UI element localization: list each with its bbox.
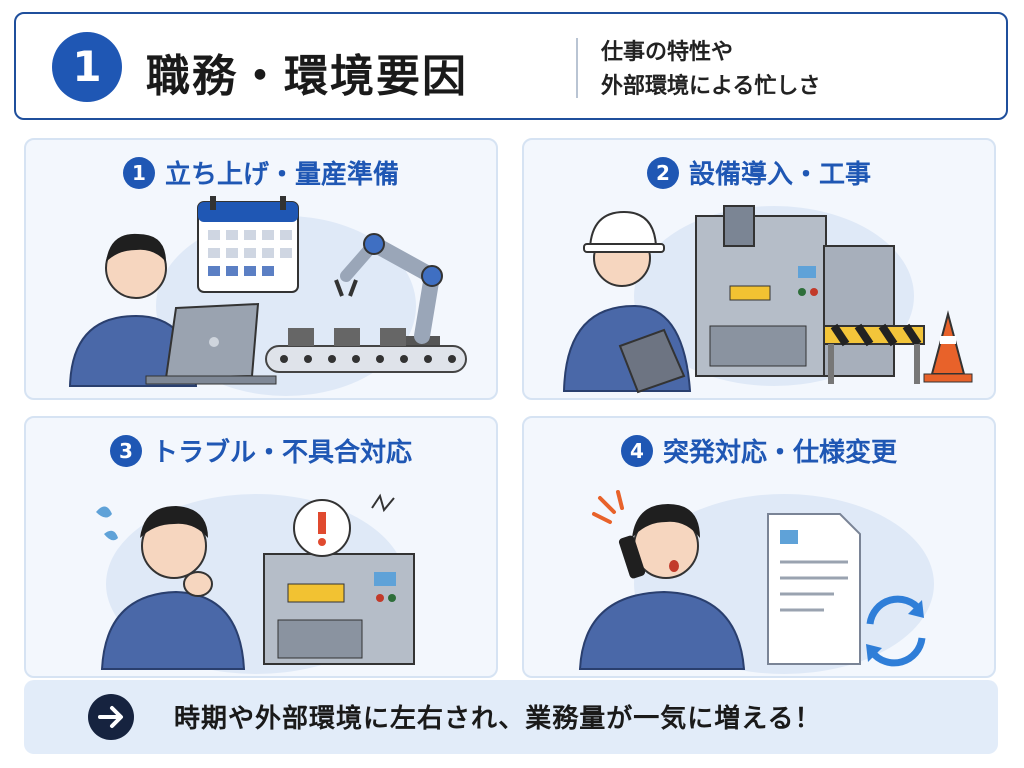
illustration-equipment [562,205,973,394]
card-header: 1 立ち上げ・量産準備 [26,154,496,191]
conveyor-icon [265,328,467,373]
document-icon [767,513,861,665]
robot-arm-icon [334,233,443,354]
card-title: 立ち上げ・量産準備 [164,160,399,190]
header-divider [576,38,578,98]
card-equipment-installation: 2 設備導入・工事 [522,138,996,400]
card-header: 2 設備導入・工事 [524,154,994,191]
card-header: 4 突発対応・仕様変更 [524,432,994,469]
card-number-badge: 4 [620,434,653,467]
barrier-icon [823,323,925,384]
alert-lines-icon [592,490,624,524]
hard-hat-icon [583,210,665,253]
illustration-startup [68,196,467,396]
subtitle-line-2: 外部環境による忙しさ [601,74,821,99]
card-sudden-response: 4 突発対応・仕様変更 [522,416,996,678]
worker-figure [68,233,198,387]
page-subtitle: 仕事の特性や 外部環境による忙しさ [601,36,820,104]
card-trouble-response: 3 トラブル・不具合対応 [24,416,498,678]
sweat-drops-icon [96,506,118,541]
page-title: 職務・環境要因 [146,51,468,102]
summary-text: 時期や外部環境に左右され、業務量が一気に増える！ [174,704,822,734]
card-title: 設備導入・工事 [688,160,871,190]
laptop-icon [145,302,277,385]
subtitle-line-1: 仕事の特性や [601,40,734,65]
traffic-cone-icon [923,310,973,383]
worried-worker-icon [100,506,246,670]
card-number-badge: 3 [109,434,142,467]
card-startup-preparation: 1 立ち上げ・量産準備 [24,138,498,400]
worker-figure [578,504,746,670]
machine-icon [263,553,415,665]
illustration-sudden-change [578,490,934,674]
card-number-badge: 1 [122,156,155,189]
illustration-trouble [96,493,415,674]
calendar-icon [197,196,299,293]
alert-icon [293,493,395,557]
machine-icon [695,205,895,377]
refresh-icon [866,595,926,667]
header-panel: 1 職務・環境要因 仕事の特性や 外部環境による忙しさ [14,12,1008,120]
card-header: 3 トラブル・不具合対応 [26,432,496,469]
phone-icon [618,535,646,579]
arrow-right-icon [88,694,134,740]
card-number-badge: 2 [646,156,679,189]
clipboard-icon [618,328,686,394]
card-title: トラブル・不具合対応 [151,438,412,468]
card-title: 突発対応・仕様変更 [662,438,897,468]
summary-banner: 時期や外部環境に左右され、業務量が一気に増える！ [24,680,998,754]
section-number-badge: 1 [52,32,122,102]
